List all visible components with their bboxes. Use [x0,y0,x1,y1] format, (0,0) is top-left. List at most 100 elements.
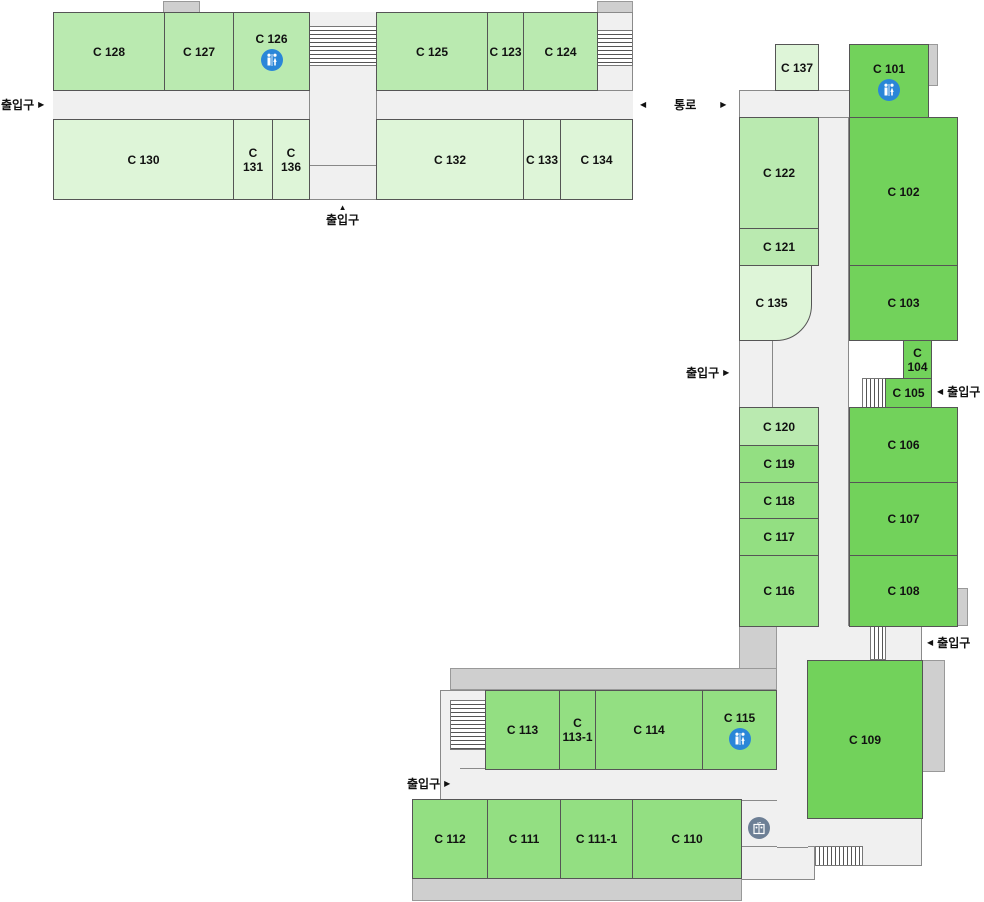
entrance-west-right-wing: 출입구 ▶ [686,366,729,380]
room-c132[interactable]: C 132 [376,119,524,200]
room-c131-label-2: 131 [242,159,264,174]
connector-service-band [450,668,777,690]
room-c114-label: C 114 [633,723,665,737]
room-c111[interactable]: C 111 [487,799,561,879]
service-core-right [922,660,945,772]
arrow-up-icon: ▲ [338,203,347,212]
room-c137[interactable]: C 137 [775,44,819,91]
arrow-left-icon: ◀ [937,387,944,396]
room-c107-label: C 107 [887,512,920,526]
room-c105-label: C 105 [892,386,925,400]
room-c117[interactable]: C 117 [739,518,819,556]
room-c118[interactable]: C 118 [739,482,819,519]
room-c133[interactable]: C 133 [523,119,561,200]
room-c136-label-1: C [286,145,296,160]
room-c128[interactable]: C 128 [53,12,165,91]
room-c106[interactable]: C 106 [849,407,958,483]
room-c122[interactable]: C 122 [739,117,819,229]
room-c113-1-label-1: C [573,716,582,730]
room-c121[interactable]: C 121 [739,228,819,266]
room-c137-label: C 137 [780,60,814,75]
room-c103[interactable]: C 103 [849,265,958,341]
room-c126-label: C 126 [255,32,288,46]
room-c118-label: C 118 [763,493,795,508]
stairs-lower-wing [450,700,486,750]
restroom-icon [260,49,283,71]
room-c123[interactable]: C 123 [487,12,524,91]
room-c115-label: C 115 [723,710,756,725]
room-c113[interactable]: C 113 [485,690,560,770]
room-c111-1[interactable]: C 111-1 [560,799,633,879]
room-c119[interactable]: C 119 [739,445,819,483]
room-c128-label: C 128 [92,44,126,59]
room-c114[interactable]: C 114 [595,690,703,770]
arrow-right-icon: ▶ [723,368,730,377]
room-c102[interactable]: C 102 [849,117,958,266]
room-c127[interactable]: C 127 [164,12,234,91]
service-strip-upper [928,44,938,86]
stairs-top-wing-a [309,26,377,66]
room-c111-label: C 111 [508,832,540,846]
entrance-east-c105: ◀ 출입구 [937,385,980,399]
room-c116-label: C 116 [763,584,795,598]
room-c113-1-label-2: 113-1 [562,730,593,744]
room-c125-label: C 125 [415,44,449,59]
entrance-west-lower-wing: 출입구 ▶ [407,777,450,791]
room-c116[interactable]: C 116 [739,555,819,627]
room-c110-label: C 110 [671,832,703,846]
service-core-left [739,626,777,670]
room-c134[interactable]: C 134 [560,119,633,200]
service-strip-right [957,588,968,626]
room-c133-label: C 133 [525,152,559,167]
lower-wing-corridor-bottom [460,768,807,801]
entrance-west-top: 출입구 ▶ [1,98,44,112]
entrance-east-c108: ◀ 출입구 [927,636,970,650]
passage-marker: ◀ 통로 ▶ [640,98,726,112]
room-c126[interactable]: C 126 [233,12,310,91]
room-c124[interactable]: C 124 [523,12,598,91]
entrance-label: 출입구 [947,385,981,399]
right-wing-lower-corridor [807,626,922,662]
room-c135-label: C 135 [755,296,788,310]
lower-wing-passage [741,846,815,880]
room-c108[interactable]: C 108 [849,555,958,627]
room-c130-label: C 130 [127,152,160,167]
room-c124-label: C 124 [544,44,577,59]
room-c104-label-1: C [913,345,922,360]
room-c123-label: C 123 [489,44,522,59]
room-c109[interactable]: C 109 [807,660,923,819]
room-c110[interactable]: C 110 [632,799,742,879]
room-c102-label: C 102 [887,184,920,199]
room-c113-label: C 113 [506,723,539,737]
right-wing-divider [772,340,773,408]
room-c108-label: C 108 [887,584,920,598]
room-c106-label: C 106 [887,438,920,452]
room-c120[interactable]: C 120 [739,407,819,446]
room-c111-1-label: C 111-1 [575,832,618,846]
room-c131-label-1: C [248,145,258,160]
room-c136-label-2: 136 [280,159,302,174]
stairs-right-wing-c105 [862,378,886,408]
room-c121-label: C 121 [762,240,796,254]
room-c130[interactable]: C 130 [53,119,234,200]
room-c120-label: C 120 [762,419,796,434]
room-c112-label: C 112 [434,832,466,846]
entrance-label: 출입구 [937,636,971,650]
entrance-label: 출입구 [326,213,360,227]
entrance-south-top: ▲ 출입구 [326,203,359,227]
arrow-right-icon: ▶ [38,100,45,109]
room-c112[interactable]: C 112 [412,799,488,879]
room-c115[interactable]: C 115 [702,690,777,770]
room-c125[interactable]: C 125 [376,12,488,91]
passage-label: 통로 [674,98,697,112]
arrow-right-icon: ▶ [444,779,451,788]
room-c101[interactable]: C 101 [849,44,929,118]
right-wing-corridor-top [739,90,849,118]
room-c105[interactable]: C 105 [885,378,932,408]
room-c107[interactable]: C 107 [849,482,958,556]
room-c135[interactable]: C 135 [739,265,812,341]
